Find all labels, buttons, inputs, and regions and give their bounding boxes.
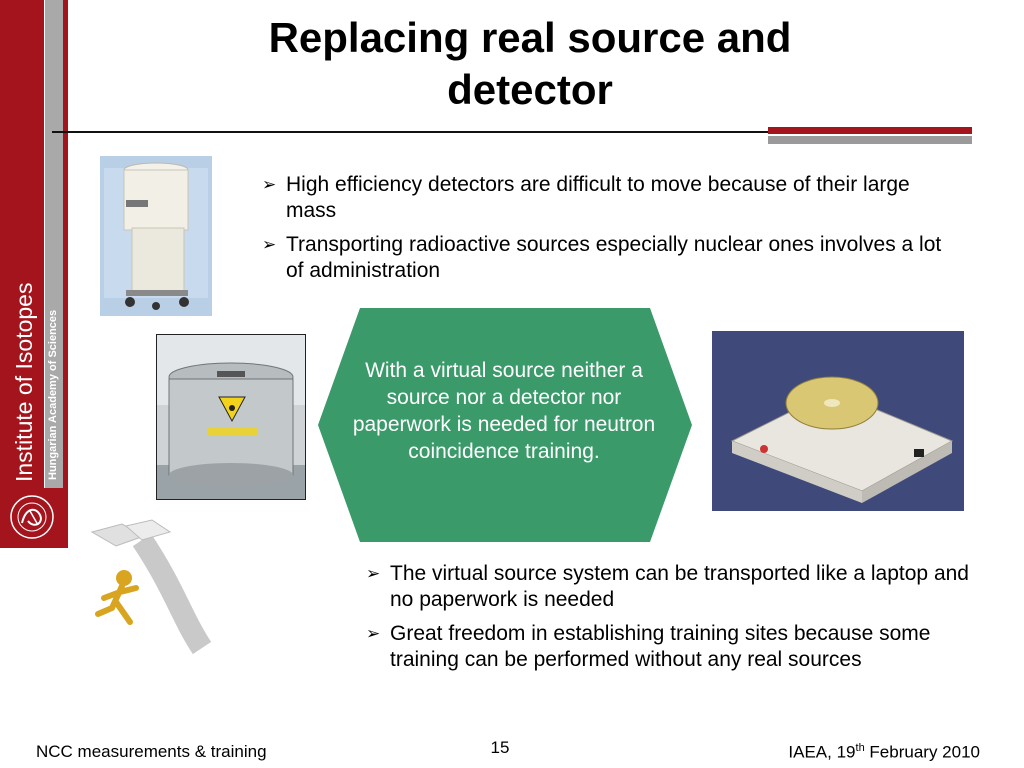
bullet-text: Transporting radioactive sources especia…: [286, 233, 942, 282]
slide-title-line-2: detector: [447, 66, 613, 113]
institute-sideband: Institute of Isotopes Hungarian Academy …: [0, 0, 68, 548]
title-accent-grey-bar: [768, 136, 972, 144]
bullet-arrow-icon: ➢: [366, 564, 381, 583]
footer-date-suffix: February 2010: [864, 742, 980, 762]
bullet-item: ➢ Transporting radioactive sources espec…: [262, 232, 962, 284]
bullet-text: High efficiency detectors are difficult …: [286, 173, 910, 222]
callout-hexagon: [318, 308, 692, 542]
footer-date-prefix: IAEA, 19: [788, 742, 856, 762]
bullet-text: The virtual source system can be transpo…: [390, 562, 969, 611]
sideband-grey-strip: [44, 0, 63, 488]
slide-title: Replacing real source and detector: [120, 12, 940, 116]
page-number: 15: [490, 738, 510, 757]
bottom-bullet-list: ➢ The virtual source system can be trans…: [366, 561, 996, 681]
title-accent-red-bar: [768, 127, 972, 134]
academy-name: Hungarian Academy of Sciences: [47, 309, 59, 480]
bullet-arrow-icon: ➢: [366, 624, 381, 643]
top-bullet-list: ➢ High efficiency detectors are difficul…: [262, 172, 962, 292]
footer-date: IAEA, 19th February 2010: [720, 742, 980, 763]
bullet-item: ➢ Great freedom in establishing training…: [366, 621, 996, 673]
institute-logo-icon: [10, 495, 54, 539]
footer-date-ordinal: th: [855, 742, 865, 754]
bullet-item: ➢ High efficiency detectors are difficul…: [262, 172, 962, 224]
radioactive-container-photo: [156, 334, 306, 500]
bullet-arrow-icon: ➢: [262, 175, 277, 194]
virtual-source-device-photo: [712, 331, 964, 511]
bullet-text: Great freedom in establishing training s…: [390, 622, 931, 671]
title-underline: [52, 131, 972, 133]
running-figure-paperwork-image: [82, 518, 260, 656]
footer-title: NCC measurements & training: [36, 742, 267, 761]
institute-name: Institute of Isotopes: [11, 282, 37, 482]
slide-title-line-1: Replacing real source and: [268, 14, 792, 61]
callout-text: With a virtual source neither a source n…: [352, 359, 656, 463]
detector-photo: [100, 156, 212, 316]
bullet-item: ➢ The virtual source system can be trans…: [366, 561, 996, 613]
bullet-arrow-icon: ➢: [262, 235, 277, 254]
